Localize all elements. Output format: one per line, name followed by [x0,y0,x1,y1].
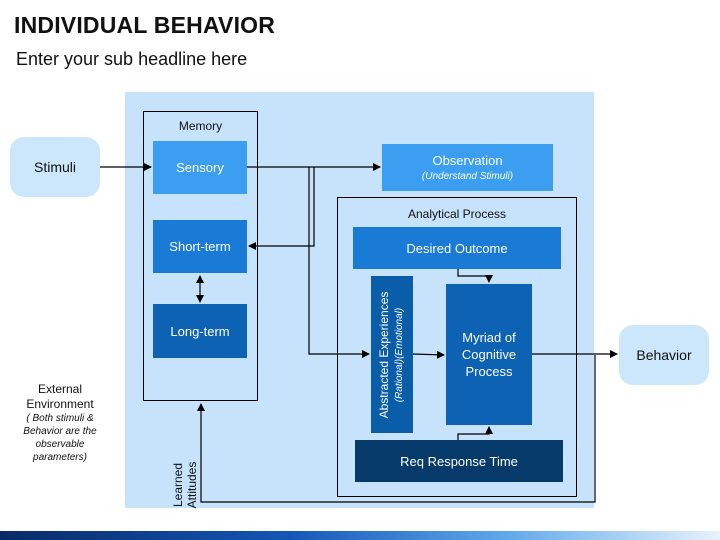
observation-title: Observation [432,153,503,168]
stimuli-node: Stimuli [10,137,100,197]
analytical-process-frame [337,197,577,497]
observation-box: Observation (Understand Stimuli) [382,144,553,191]
abstracted-experiences-box: Abstracted Experiences (Rational)(Emotio… [371,276,413,433]
long-term-memory-box: Long-term [153,304,247,358]
external-environment-note: External Environment ( Both stimuli & Be… [8,382,112,464]
footer-gradient-bar [0,531,720,540]
arrow-to-abstracted [308,167,370,358]
memory-title: Memory [178,119,223,133]
arrow-desired-to-myriad [457,269,493,283]
external-environment-detail: ( Both stimuli & Behavior are the observ… [23,413,97,463]
arrow-response-to-myriad [457,426,493,440]
myriad-cognitive-process-box: Myriad of Cognitive Process [446,284,532,425]
page-subtitle: Enter your sub headline here [16,49,248,69]
observation-note: (Understand Stimuli) [421,171,514,182]
sensory-memory-box: Sensory [153,141,247,194]
arrow-to-short-term [248,167,315,250]
behavior-node: Behavior [619,325,709,385]
analytical-process-title: Analytical Process [407,207,507,221]
external-environment-title: External Environment [26,382,94,411]
short-term-memory-box: Short-term [153,220,247,273]
arrow-abstracted-to-myriad [412,350,445,359]
desired-outcome-box: Desired Outcome [353,227,561,269]
page-title: INDIVIDUAL BEHAVIOR [14,12,276,38]
req-response-time-box: Req Response Time [355,440,563,482]
arrow-learned-attitudes-loop [197,355,596,503]
memory-frame [143,111,258,401]
